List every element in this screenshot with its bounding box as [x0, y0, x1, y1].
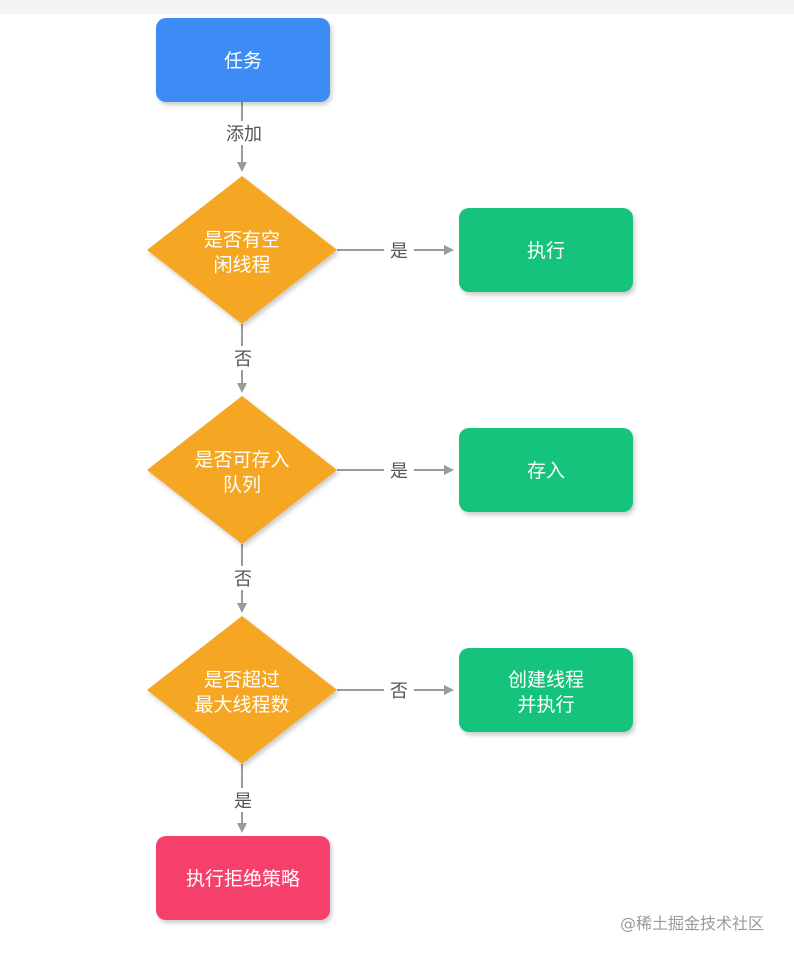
node-task-label: 任务	[224, 50, 262, 72]
edge-label-max-yes: 是	[234, 791, 252, 812]
decision-queue: 是否可存入 队列	[147, 396, 337, 544]
decision-max-threads: 是否超过 最大线程数	[147, 616, 337, 764]
decision-queue-line2: 队列	[223, 474, 261, 496]
node-enqueue-label: 存入	[527, 460, 565, 482]
decision-idle-thread-line1: 是否有空	[204, 229, 280, 251]
decision-idle-thread: 是否有空 闲线程	[147, 176, 337, 324]
edge-label-queue-yes: 是	[390, 461, 408, 482]
node-execute-label: 执行	[527, 240, 565, 262]
edge-label-idle-no: 否	[234, 349, 252, 370]
top-bar	[0, 0, 794, 14]
watermark: @稀土掘金技术社区	[620, 914, 765, 933]
decision-max-threads-line2: 最大线程数	[194, 694, 289, 716]
edge-label-max-no: 否	[390, 681, 408, 702]
node-create-thread: 创建线程 并执行	[459, 648, 633, 732]
node-execute: 执行	[459, 208, 633, 292]
node-reject: 执行拒绝策略	[156, 836, 330, 920]
edge-labels: 添加 是 否 是 否 否 是	[222, 121, 414, 812]
node-create-thread-line2: 并执行	[517, 694, 574, 716]
decision-queue-line1: 是否可存入	[194, 449, 289, 471]
edge-label-idle-yes: 是	[390, 241, 408, 262]
edge-label-add: 添加	[226, 124, 262, 145]
node-reject-label: 执行拒绝策略	[186, 868, 300, 890]
edge-label-queue-no: 否	[234, 569, 252, 590]
node-task: 任务	[156, 18, 330, 102]
decision-idle-thread-line2: 闲线程	[213, 254, 270, 276]
node-enqueue: 存入	[459, 428, 633, 512]
node-create-thread-line1: 创建线程	[508, 669, 584, 691]
decision-max-threads-line1: 是否超过	[204, 669, 280, 691]
